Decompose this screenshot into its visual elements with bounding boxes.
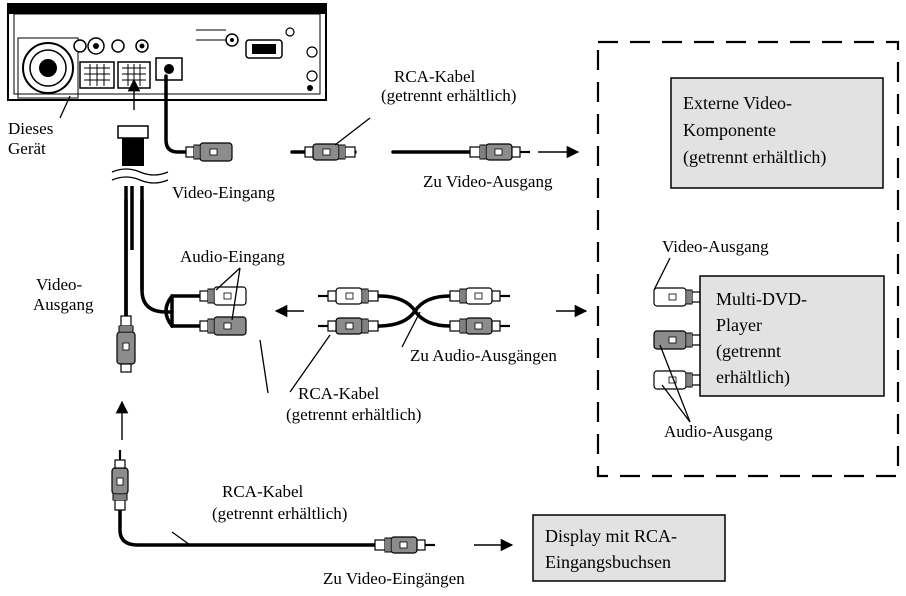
svg-text:Display mit RCA-: Display mit RCA- — [545, 526, 677, 546]
rca-bottom-label-2: (getrennt erhältlich) — [212, 504, 347, 523]
fan-icon — [17, 37, 79, 99]
rca-audio-cable — [376, 294, 452, 328]
audio-eingang-label: Audio-Eingang — [180, 247, 285, 266]
external-video-box: Externe Video- Komponente (getrennt erhä… — [670, 77, 884, 189]
rca-mid-label: RCA-Kabel — [298, 384, 379, 403]
video-in-cable — [164, 74, 188, 154]
video-ausgang-left-label: Video- — [36, 275, 83, 294]
wire-harness — [111, 125, 169, 315]
audio-y-cable — [170, 294, 202, 328]
wiring-connector-icon — [79, 61, 151, 89]
dvd-player-box: Multi-DVD- Player (getrennt erhältlich) — [699, 275, 885, 397]
head-unit-label: Dieses — [8, 119, 53, 138]
svg-text:Externe Video-: Externe Video- — [683, 93, 792, 113]
svg-text:Komponente: Komponente — [683, 120, 776, 140]
rca-top-label-2: (getrennt erhältlich) — [381, 86, 516, 105]
head-unit-rear-panel — [7, 3, 327, 101]
zu-video-eingaengen-label: Zu Video-Eingängen — [323, 569, 465, 588]
zu-video-ausgang-label: Zu Video-Ausgang — [423, 172, 553, 191]
svg-text:Player: Player — [716, 315, 762, 335]
rca-mid-label-2: (getrennt erhältlich) — [286, 405, 421, 424]
rca-top-label: RCA-Kabel — [394, 67, 475, 86]
rca-bottom-label: RCA-Kabel — [222, 482, 303, 501]
video-ausgang-left-label-2: Ausgang — [33, 295, 94, 314]
zu-audio-ausgaengen-label: Zu Audio-Ausgängen — [410, 346, 557, 365]
head-unit-label-2: Gerät — [8, 139, 46, 158]
port-icon — [245, 39, 283, 59]
external-component-area — [596, 40, 900, 478]
svg-text:(getrennt: (getrennt — [716, 341, 781, 362]
dvd-video-ausgang-label: Video-Ausgang — [662, 237, 769, 256]
svg-text:(getrennt erhältlich): (getrennt erhältlich) — [683, 147, 826, 168]
svg-text:Multi-DVD-: Multi-DVD- — [716, 289, 807, 309]
svg-text:Eingangsbuchsen: Eingangsbuchsen — [545, 552, 671, 572]
dvd-audio-ausgang-label: Audio-Ausgang — [664, 422, 773, 441]
video-eingang-label: Video-Eingang — [172, 183, 275, 202]
audio-in-cable — [140, 198, 174, 314]
svg-text:erhältlich): erhältlich) — [716, 367, 790, 388]
rca-cable-bottom — [118, 508, 377, 547]
display-box: Display mit RCA- Eingangsbuchsen — [532, 514, 726, 582]
